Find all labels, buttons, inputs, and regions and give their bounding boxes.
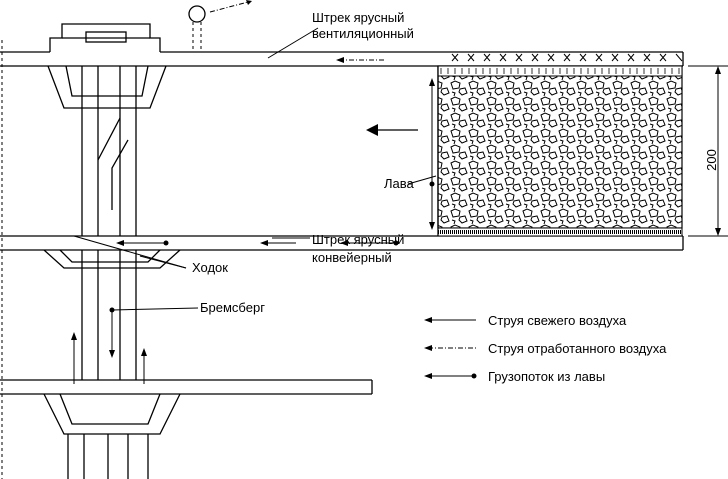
legend-label: Струя отработанного воздуха (488, 341, 667, 356)
conveyor-drift-arrows (116, 240, 399, 246)
goaf-cross-marks (451, 53, 683, 62)
conv-drift-label-2: конвейерный (312, 250, 392, 265)
conv-drift-label-1: Штрек ярусный (312, 232, 404, 247)
vent-drift-label-1: Штрек ярусный (312, 10, 404, 25)
coal-flow-arrow-icon (424, 373, 432, 379)
vent-drift-leader (267, 27, 319, 59)
legend-item-exhaust-air: Струя отработанного воздуха (424, 341, 667, 356)
brake-incline-label: Бремсберг (200, 300, 265, 315)
legend-label: Струя свежего воздуха (488, 313, 627, 328)
legend-label: Грузопоток из лавы (488, 369, 605, 384)
lower-drift (0, 379, 373, 395)
legend-item-coal-flow: Грузопоток из лавы (424, 369, 605, 384)
incline-flow-arrows (71, 307, 147, 384)
legend-item-fresh-air: Струя свежего воздуха (424, 313, 627, 328)
dimension-200: 200 (688, 65, 728, 237)
passage-label: Ходок (192, 260, 228, 275)
longwall-panel (437, 65, 683, 237)
fresh-air-arrow-icon (424, 317, 432, 323)
exhaust-air-arrow-icon (424, 345, 432, 351)
vent-drift-label-2: вентиляционный (312, 26, 414, 41)
vertical-workings (43, 65, 181, 479)
legend: Струя свежего воздуха Струя отработанног… (424, 313, 667, 384)
face-flow-arrows (336, 57, 435, 230)
fan-installation (188, 0, 252, 52)
longwall-label: Лава (384, 176, 415, 191)
shaft-head (49, 23, 161, 52)
dimension-label: 200 (704, 149, 719, 171)
